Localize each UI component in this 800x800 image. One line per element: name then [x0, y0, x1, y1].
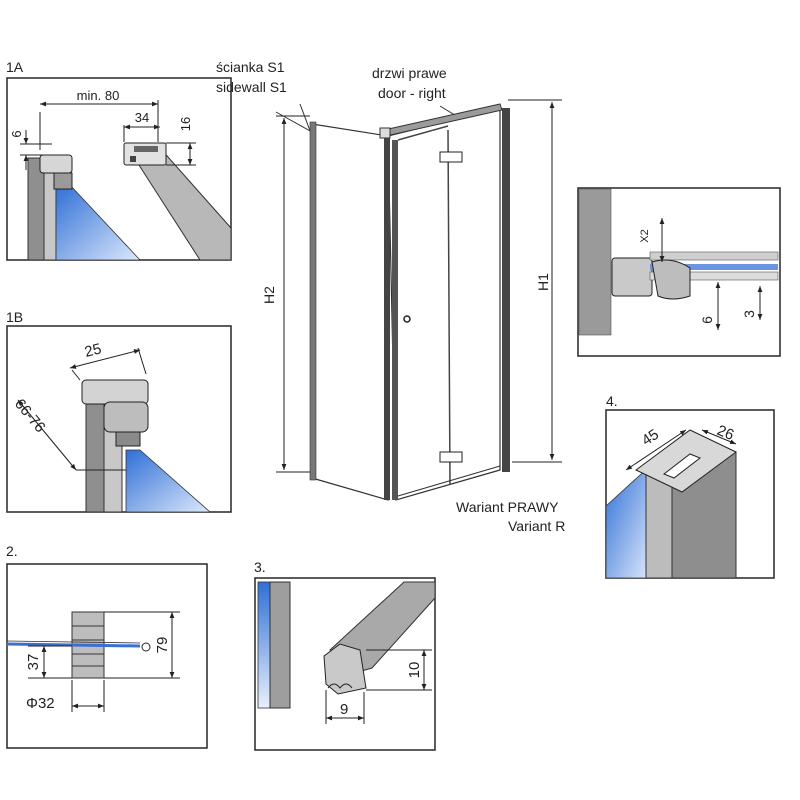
- detail-1b-panel: 25 66-76: [6, 325, 232, 513]
- label-variant-en: Variant R: [508, 518, 565, 534]
- detail-1a-panel: min. 80 34 16 6: [6, 77, 232, 261]
- detail-2-panel: 79 37 Φ32: [6, 563, 208, 749]
- dim-1a-6: 6: [9, 130, 24, 137]
- section-label-4: 4.: [606, 393, 618, 409]
- dim-1a-min80: min. 80: [77, 88, 120, 103]
- main-enclosure: ścianka S1 sidewall S1 drzwi prawe door …: [216, 59, 565, 534]
- label-variant-pl: Wariant PRAWY: [456, 499, 559, 515]
- dim-3-9: 9: [340, 701, 348, 718]
- dim-x-6: 6: [699, 316, 715, 324]
- label-door-pl: drzwi prawe: [372, 65, 447, 81]
- dim-1a-34: 34: [135, 110, 149, 125]
- dim-2-37: 37: [25, 654, 42, 671]
- detail-x-panel: X2 6 3: [577, 187, 781, 357]
- detail-1b-drawing: [81, 379, 212, 513]
- dim-x-x2: X2: [639, 229, 651, 242]
- section-label-1a: 1A: [6, 59, 24, 75]
- dim-2-79: 79: [154, 637, 171, 654]
- label-h2: H2: [261, 286, 277, 304]
- detail-2-drawing: [6, 611, 151, 679]
- dim-x-3: 3: [741, 310, 757, 318]
- label-door-en: door - right: [378, 85, 446, 101]
- detail-1a-drawing: [27, 142, 232, 261]
- detail-3-drawing: [257, 581, 436, 709]
- section-label-1b: 1B: [6, 309, 23, 325]
- label-sidewall-en: sidewall S1: [216, 79, 287, 95]
- section-label-2: 2.: [6, 543, 18, 559]
- label-h1: H1: [535, 273, 551, 291]
- dim-3-10: 10: [406, 662, 423, 679]
- section-label-3: 3.: [254, 559, 266, 575]
- dim-4-26: 26: [715, 422, 737, 444]
- dim-4-45: 45: [639, 426, 662, 449]
- detail-x-drawing: [578, 188, 779, 336]
- detail-3-panel: 10 9: [254, 577, 436, 751]
- dim-1a-16: 16: [178, 117, 193, 131]
- detail-4-panel: 45 26: [605, 409, 775, 579]
- detail-4-drawing: [605, 429, 737, 579]
- dim-2-phi32: Φ32: [26, 695, 55, 712]
- dim-1b-25: 25: [83, 340, 103, 361]
- label-sidewall-pl: ścianka S1: [216, 59, 285, 75]
